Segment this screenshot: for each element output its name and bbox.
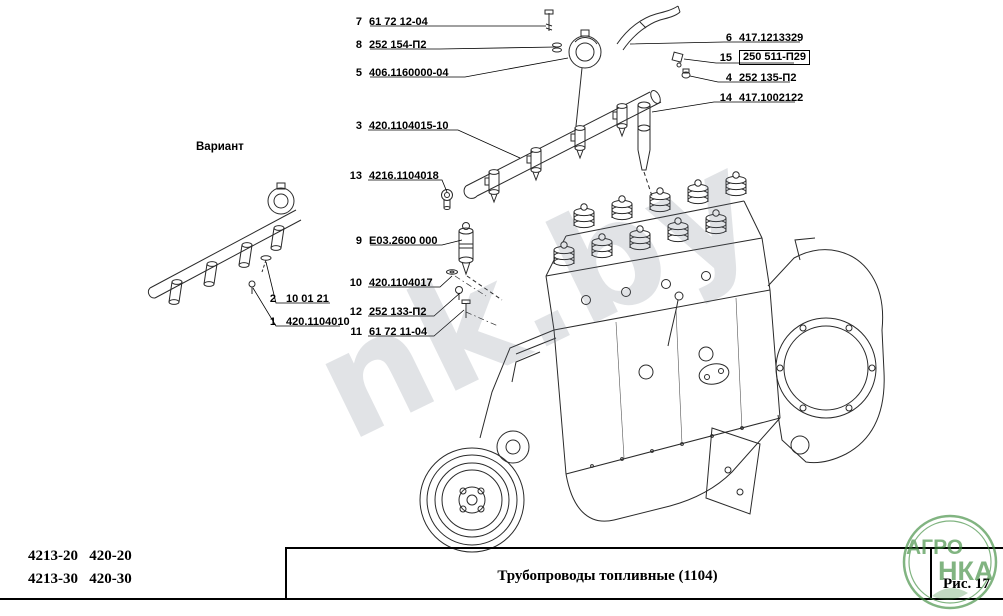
callout-number: 5 bbox=[355, 67, 362, 79]
callout-5: 5 406.1160000-04 bbox=[346, 67, 449, 79]
callout-number: 4 bbox=[725, 72, 732, 84]
callout-number: 14 bbox=[719, 92, 732, 104]
callout-number: 12 bbox=[349, 306, 362, 318]
footer-top-border bbox=[285, 547, 1003, 549]
callout-number: 2 bbox=[269, 293, 276, 305]
figure-number: Рис. 17 bbox=[943, 576, 990, 592]
callout-8: 8 252 154-П2 bbox=[346, 39, 427, 51]
callout-number: 8 bbox=[355, 39, 362, 51]
callout-part: 417.1002122 bbox=[739, 92, 804, 104]
model-codes-row2: 4213-30 420-30 bbox=[28, 571, 132, 587]
footer-bottom-border bbox=[0, 598, 1003, 600]
callout-part: 406.1160000-04 bbox=[369, 67, 449, 79]
callout-1: 1 420.1104010 bbox=[266, 316, 350, 328]
callout-11: 11 61 72 11-04 bbox=[346, 326, 427, 338]
callout-3: 3 420.1104015-10 bbox=[346, 120, 449, 132]
callout-number: 11 bbox=[350, 326, 362, 338]
callout-part: 250 511-П29 bbox=[739, 50, 810, 65]
callout-part: Е03.2600 000 bbox=[369, 235, 438, 247]
callout-part: 420.1104015-10 bbox=[369, 120, 449, 132]
callout-part: 420.1104010 bbox=[286, 316, 350, 328]
callout-2: 2 10 01 21 bbox=[266, 293, 329, 305]
pressure-regulator-drawing bbox=[544, 9, 602, 69]
callout-part: 4216.1104018 bbox=[369, 170, 439, 182]
callout-12: 12 252 133-П2 bbox=[346, 306, 427, 318]
callout-15: 15 250 511-П29 bbox=[716, 50, 810, 65]
callout-number: 6 bbox=[725, 32, 732, 44]
engine-block-drawing bbox=[479, 171, 781, 522]
callout-number: 10 bbox=[349, 277, 362, 289]
callout-7: 7 61 72 12-04 bbox=[346, 16, 428, 28]
callout-number: 15 bbox=[719, 52, 732, 64]
callout-part: 10 01 21 bbox=[286, 293, 329, 305]
flywheel-housing-drawing bbox=[767, 237, 885, 464]
footer-left-divider bbox=[285, 547, 287, 599]
callout-part: 420.1104017 bbox=[369, 277, 433, 289]
callout-4: 4 252 135-П2 bbox=[716, 72, 797, 84]
variant-label: Вариант bbox=[196, 141, 244, 153]
leader-lines bbox=[252, 25, 800, 337]
callout-13: 13 4216.1104018 bbox=[346, 170, 439, 182]
fuel-rail-drawing bbox=[463, 67, 662, 203]
callout-part: 417.1213329 bbox=[739, 32, 804, 44]
drawing-title: Трубопроводы топливные (1104) bbox=[497, 568, 718, 584]
crank-pulley-drawing bbox=[419, 430, 530, 553]
callout-9: 9 Е03.2600 000 bbox=[346, 235, 438, 247]
callout-number: 3 bbox=[355, 120, 362, 132]
callout-number: 7 bbox=[355, 16, 362, 28]
callout-part: 61 72 11-04 bbox=[369, 326, 428, 338]
callout-14: 14 417.1002122 bbox=[716, 92, 803, 104]
callout-6: 6 417.1213329 bbox=[716, 32, 803, 44]
callout-number: 9 bbox=[355, 235, 362, 247]
callout-number: 1 bbox=[269, 316, 276, 328]
callout-part: 252 154-П2 bbox=[369, 39, 427, 51]
fuel-hose-drawing bbox=[616, 5, 691, 79]
callout-part: 252 133-П2 bbox=[369, 306, 427, 318]
callout-number: 13 bbox=[349, 170, 362, 182]
callout-part: 252 135-П2 bbox=[739, 72, 797, 84]
model-codes-row1: 4213-20 420-20 bbox=[28, 548, 132, 564]
variant-rail-drawing bbox=[148, 182, 302, 305]
plug-14-drawing bbox=[637, 101, 653, 197]
callout-part: 61 72 12-04 bbox=[369, 16, 428, 28]
injector-parts-drawing bbox=[441, 189, 503, 327]
callout-10: 10 420.1104017 bbox=[346, 277, 433, 289]
